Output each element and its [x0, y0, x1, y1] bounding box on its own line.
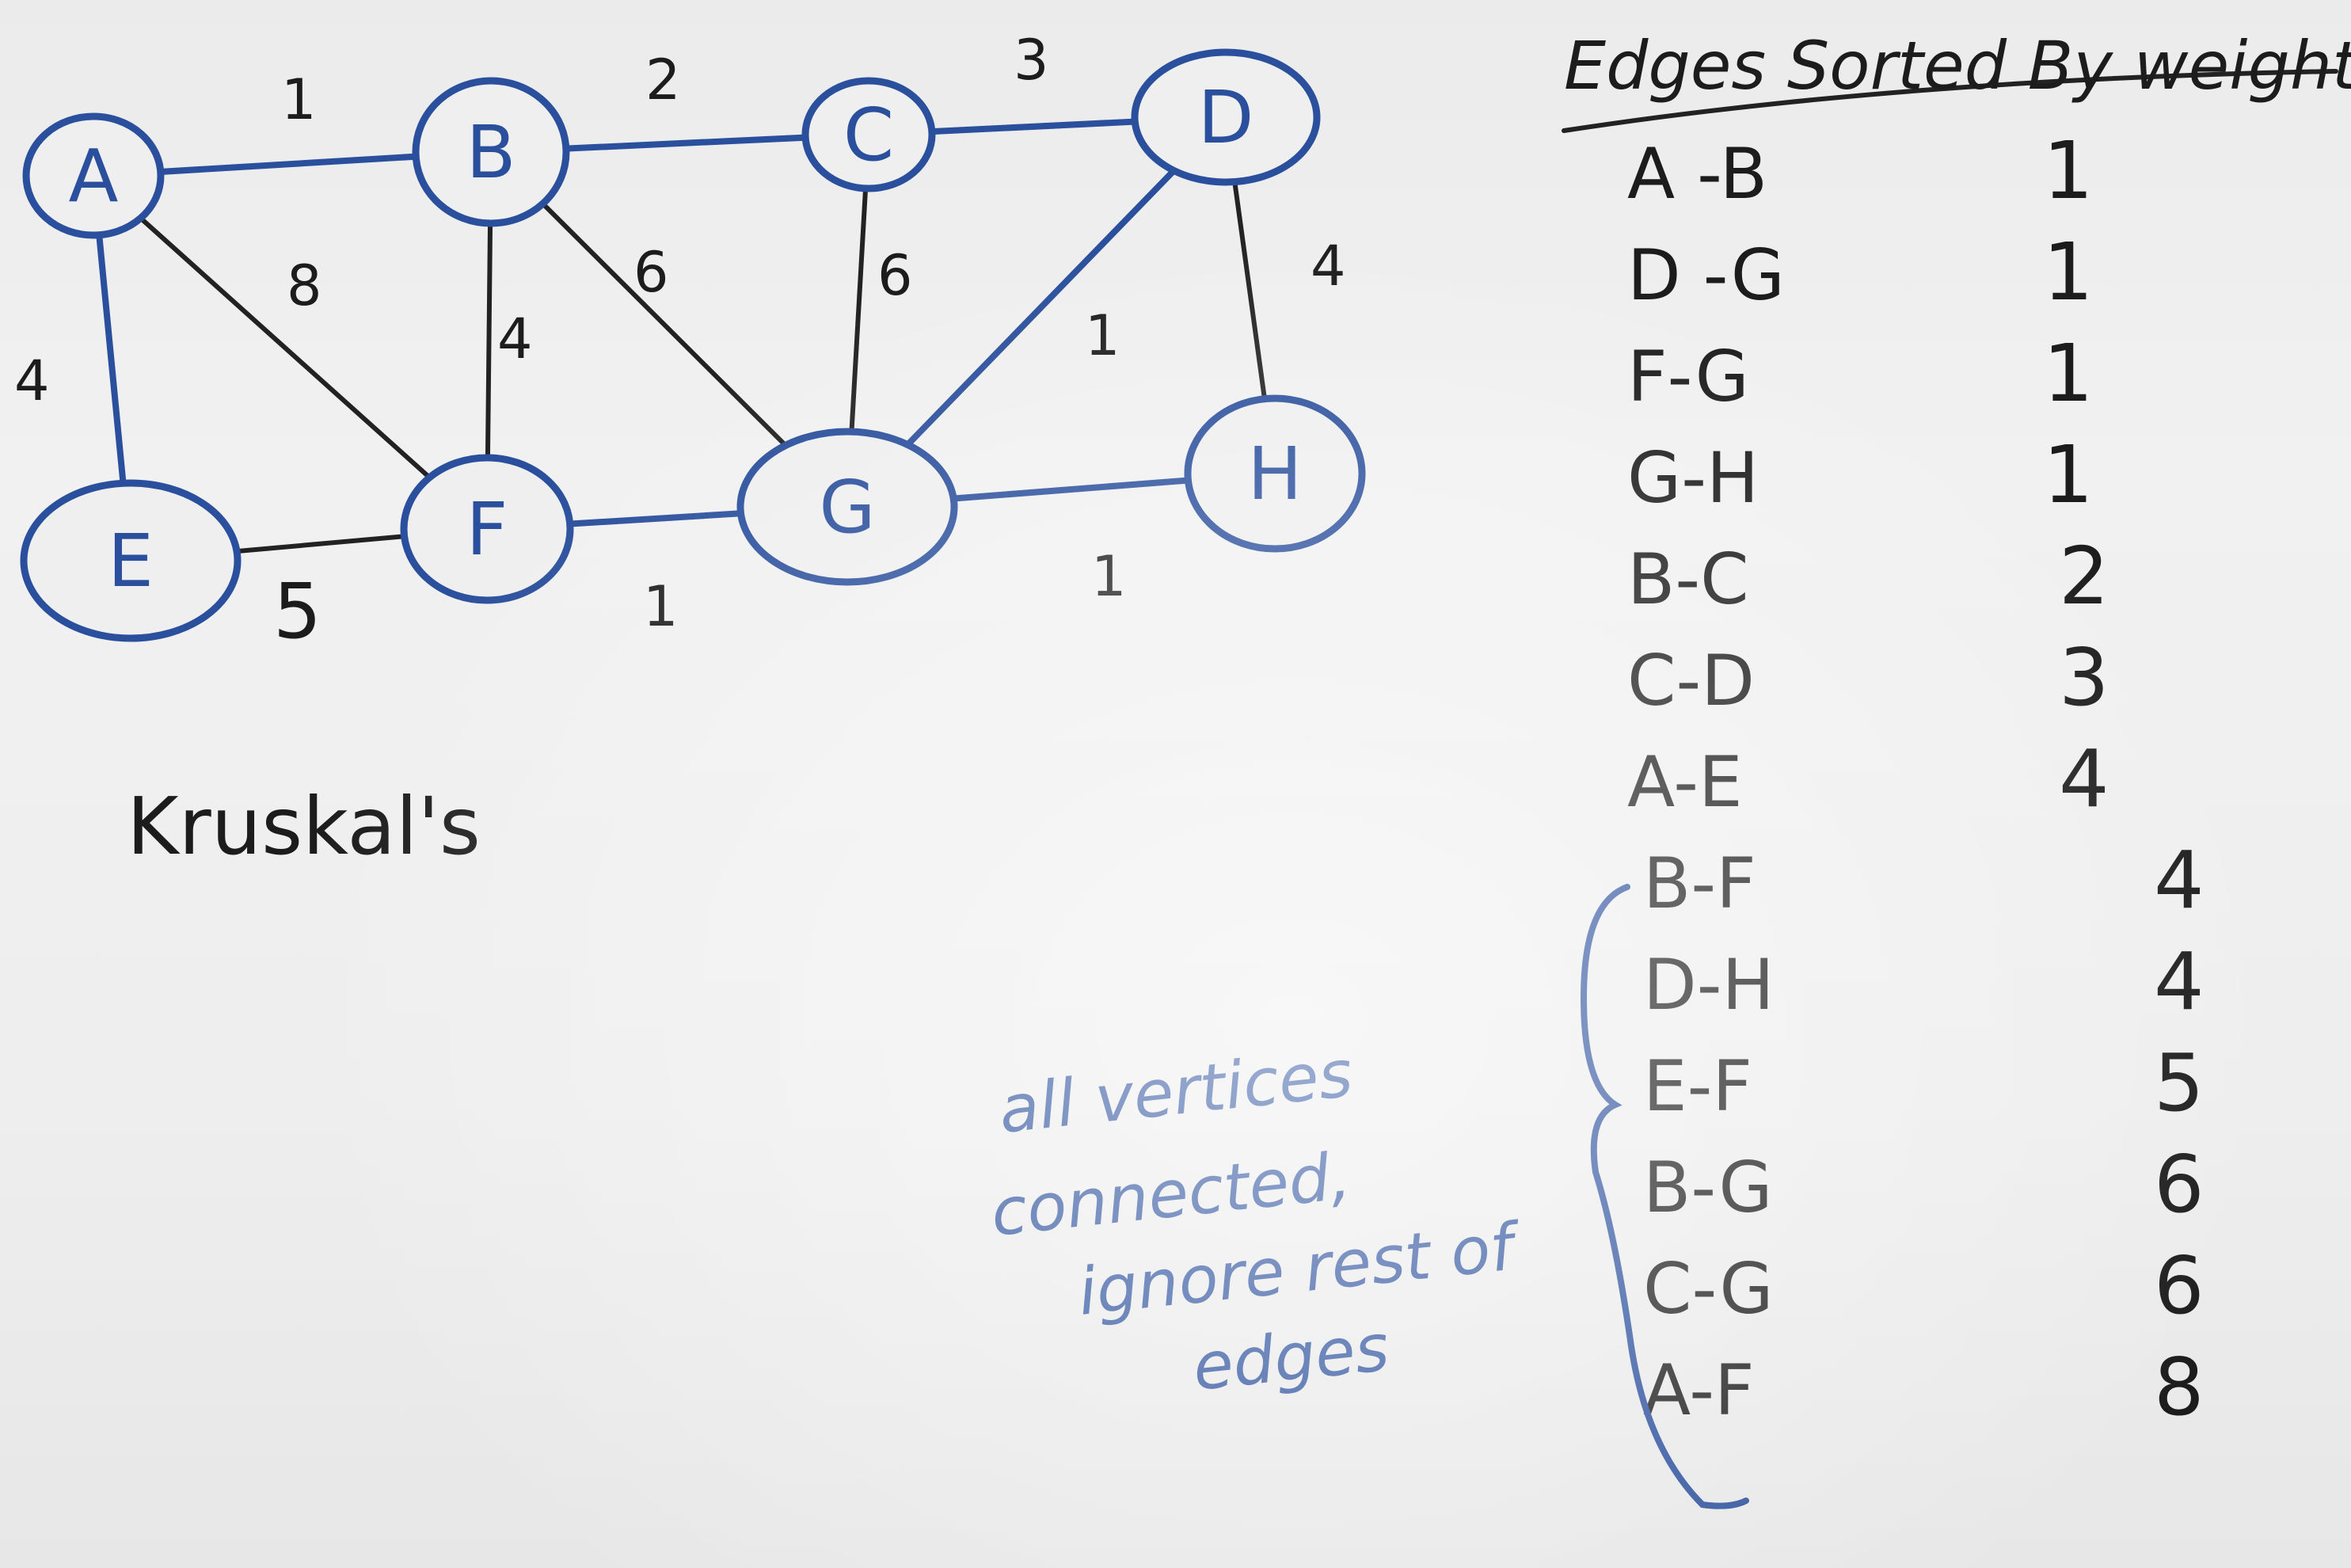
note-line: all vertices — [995, 1037, 1356, 1148]
table-row-weight: 4 — [2154, 935, 2205, 1028]
table-row-edge: D -G — [1627, 234, 1785, 316]
table-row-weight: 1 — [2043, 428, 2094, 521]
node-label: C — [843, 93, 894, 177]
node-label: E — [108, 519, 154, 603]
node-label: D — [1198, 75, 1254, 160]
weight-b-f: 4 — [497, 306, 533, 371]
table-row-weight: 8 — [2154, 1341, 2205, 1433]
node-d: D — [1131, 48, 1321, 186]
node-label: B — [466, 110, 515, 195]
table-row-weight: 5 — [2154, 1037, 2205, 1129]
weight-a-e: 4 — [14, 348, 50, 413]
table-row-edge: E-F — [1643, 1045, 1752, 1127]
table-row-edge: F-G — [1627, 336, 1749, 417]
node-c: C — [801, 77, 936, 192]
table-row-weight: 6 — [2154, 1138, 2205, 1231]
node-f: F — [400, 454, 574, 604]
note-line: edges — [1189, 1311, 1392, 1406]
weight-g-h: 1 — [1091, 544, 1127, 609]
node-label: H — [1247, 432, 1302, 516]
table-row-edge: C-G — [1643, 1248, 1774, 1330]
weight-d-h: 4 — [1311, 234, 1346, 299]
table-row-edge: A -B — [1627, 133, 1767, 215]
weight-d-g: 1 — [1085, 303, 1120, 368]
table-row-weight: 1 — [2043, 124, 2094, 217]
table-row-edge: B-C — [1627, 539, 1749, 620]
table-row-edge: B-F — [1643, 843, 1756, 924]
table-row-weight: 1 — [2043, 226, 2094, 318]
table-row-edge: D-H — [1643, 944, 1775, 1026]
node-label: G — [819, 465, 875, 550]
table-row-edge: B-G — [1643, 1147, 1773, 1228]
table-row-weight: 3 — [2059, 631, 2109, 724]
node-h: H — [1184, 394, 1366, 553]
node-b: B — [412, 77, 570, 227]
weight-f-g: 1 — [643, 574, 679, 639]
weight-b-c: 2 — [645, 48, 681, 112]
table-row-weight: 4 — [2154, 834, 2205, 927]
node-a: A — [22, 112, 165, 239]
weight-c-d: 3 — [1014, 28, 1049, 93]
table-row-edge: A-F — [1643, 1349, 1755, 1431]
table-row-weight: 1 — [2043, 327, 2094, 420]
weight-c-g: 6 — [877, 243, 913, 308]
table-row-weight: 6 — [2154, 1239, 2205, 1332]
table-row-edge: G-H — [1627, 437, 1759, 519]
weight-a-b: 1 — [281, 67, 317, 132]
node-g: G — [736, 428, 958, 586]
weight-b-g: 6 — [633, 240, 669, 305]
table-row-edge: A-E — [1627, 741, 1743, 823]
node-label: F — [466, 487, 508, 572]
weight-a-f: 8 — [287, 253, 322, 318]
table-row-weight: 2 — [2059, 530, 2109, 622]
node-e: E — [20, 479, 242, 642]
node-label: A — [69, 134, 119, 219]
table-row-edge: C-D — [1627, 640, 1755, 721]
table-row-weight: 4 — [2059, 733, 2109, 825]
table-heading: Edges Sorted By weight — [1564, 27, 2351, 105]
weight-e-f: 5 — [273, 567, 321, 656]
algorithm-title: Kruskal's — [127, 780, 481, 873]
